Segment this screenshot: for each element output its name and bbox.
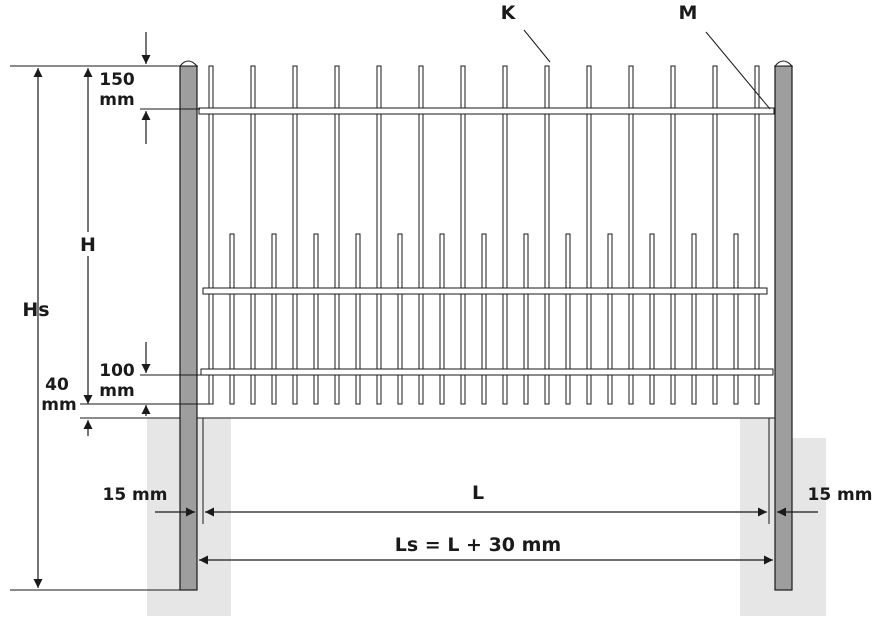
short-bar	[565, 233, 571, 405]
short-bar	[271, 233, 277, 405]
short-bar	[523, 233, 529, 405]
bottom-rail	[200, 368, 774, 376]
m-label: M	[679, 2, 698, 24]
short-bar	[691, 233, 697, 405]
short-bar	[481, 233, 487, 405]
tall-bar	[376, 65, 382, 405]
top-rail	[198, 107, 775, 115]
hs-label: Hs	[22, 299, 49, 321]
tall-bar	[292, 65, 298, 405]
ls-label: Ls = L + 30 mm	[395, 534, 561, 556]
fence-panel	[198, 65, 775, 405]
short-bar	[607, 233, 613, 405]
left-post-cap	[178, 60, 199, 67]
left-gap-label: 15 mm	[102, 485, 167, 505]
k-leader-line	[523, 29, 551, 63]
k-label: K	[501, 2, 517, 24]
tall-bar	[712, 65, 718, 405]
tall-bar	[208, 65, 214, 405]
h-label: H	[80, 234, 96, 256]
top-gap-unit: mm	[99, 90, 134, 110]
right-post-cap	[773, 60, 794, 67]
m-leader-line	[705, 31, 771, 110]
short-bar	[355, 233, 361, 405]
tall-bar	[334, 65, 340, 405]
tall-bar	[586, 65, 592, 405]
middle-rail	[202, 287, 768, 295]
right-gap-label: 15 mm	[807, 485, 872, 505]
short-bar	[313, 233, 319, 405]
ground-gap-value: 40	[45, 375, 69, 395]
top-gap-value: 150	[99, 70, 135, 90]
bottom-rail-unit: mm	[99, 381, 134, 401]
tall-bar	[628, 65, 634, 405]
tall-bar	[544, 65, 550, 405]
tall-bar	[754, 65, 760, 405]
tall-bar	[250, 65, 256, 405]
short-bar	[439, 233, 445, 405]
right-foundation-cap	[786, 356, 826, 438]
short-bar	[229, 233, 235, 405]
bottom-rail-value: 100	[99, 361, 135, 381]
ground-gap-unit: mm	[41, 395, 76, 415]
h-label-backdrop	[76, 232, 100, 256]
short-bar	[649, 233, 655, 405]
tall-bar	[418, 65, 424, 405]
short-bar	[733, 233, 739, 405]
l-label: L	[472, 482, 484, 504]
tall-bar	[670, 65, 676, 405]
tall-bar	[502, 65, 508, 405]
short-bar	[397, 233, 403, 405]
tall-bar	[460, 65, 466, 405]
